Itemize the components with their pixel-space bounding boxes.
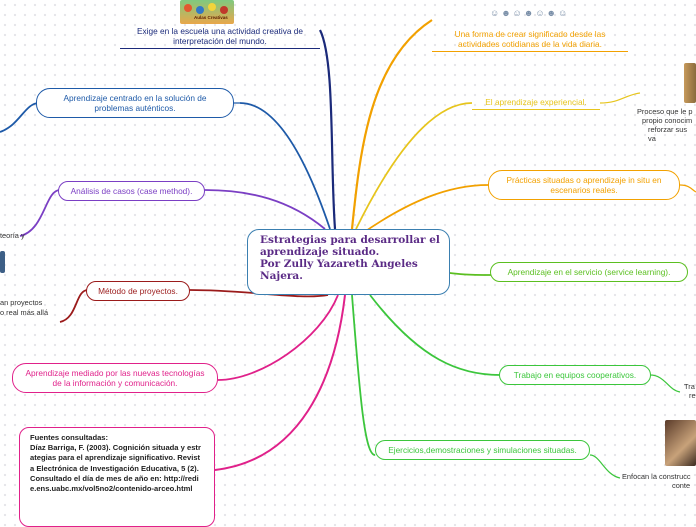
link-creative — [319, 29, 337, 230]
central-topic-line-4: Najera. — [260, 270, 303, 282]
node-cooperative-teams[interactable]: Trabajo en equipos cooperativos. — [499, 365, 651, 385]
people-icons-image: ☺☻☺☻☺☻☺ — [490, 8, 570, 18]
sources-heading: Fuentes consultadas: — [30, 433, 109, 442]
clipped-text-projects-1: an proyectos — [0, 298, 43, 307]
classroom-image: Aulas Creativas — [180, 0, 234, 24]
link-teams — [369, 294, 501, 376]
node-creative-activity-label: Exige en la escuela una actividad creati… — [136, 26, 304, 46]
central-topic-line-3: Por Zully Yazareth Angeles — [260, 258, 418, 270]
workshop-image — [665, 420, 696, 466]
sources-body: Díaz Barriga, F. (2003). Cognición situa… — [30, 443, 201, 494]
clipped-text-focus-1: Enfocan la construcc — [622, 472, 691, 481]
node-experiential-learning-label: El aprendizaje experiencial. — [485, 97, 587, 107]
node-authentic-problems[interactable]: Aprendizaje centrado en la solución de p… — [36, 88, 234, 118]
link-meaning — [350, 19, 433, 230]
node-ict-learning[interactable]: Aprendizaje mediado por las nuevas tecno… — [12, 363, 218, 393]
node-simulations[interactable]: Ejercicios,demostraciones y simulaciones… — [375, 440, 590, 460]
central-topic-line-2: aprendizaje situado. — [260, 246, 380, 258]
project-image — [0, 251, 5, 273]
clipped-text-process-1: Proceso que le p — [637, 107, 693, 116]
clipped-text-teams-1: Tra — [684, 382, 695, 391]
clipped-text-projects-2: o real más allá — [0, 308, 49, 317]
books-image — [684, 63, 696, 103]
link-simulations — [351, 294, 376, 456]
node-creative-activity[interactable]: Exige en la escuela una actividad creati… — [120, 26, 320, 49]
clipped-text-teoria: teoría y — [0, 231, 25, 240]
clipped-text-process-2: propio conocim — [642, 116, 693, 125]
node-authentic-problems-label: Aprendizaje centrado en la solución de p… — [63, 93, 207, 113]
link-experiential — [355, 102, 473, 230]
node-situated-practices-label: Prácticas situadas o aprendizaje in situ… — [506, 175, 662, 195]
link-situated — [359, 184, 489, 236]
node-ict-learning-label: Aprendizaje mediado por las nuevas tecno… — [25, 368, 205, 388]
link-authentic — [0, 102, 331, 230]
node-simulations-label: Ejercicios,demostraciones y simulaciones… — [388, 445, 577, 455]
link-sources — [214, 294, 346, 471]
node-experiential-learning[interactable]: El aprendizaje experiencial. — [472, 97, 600, 110]
node-daily-meaning-label: Una forma de crear significado desde las… — [454, 29, 606, 49]
node-service-learning-label: Aprendizaje en el servicio (service lear… — [507, 267, 671, 277]
node-daily-meaning[interactable]: Una forma de crear significado desde las… — [432, 29, 628, 52]
link-cases — [19, 189, 326, 237]
node-case-method[interactable]: Análisis de casos (case method). — [58, 181, 205, 201]
clipped-text-process-3: reforzar sus va — [648, 125, 688, 143]
link-ict — [217, 294, 339, 381]
clipped-text-teams-2: re — [689, 391, 696, 400]
node-cooperative-teams-label: Trabajo en equipos cooperativos. — [513, 370, 637, 380]
node-situated-practices[interactable]: Prácticas situadas o aprendizaje in situ… — [488, 170, 680, 200]
central-topic-line-1: Estrategias para desarrollar el — [260, 234, 440, 246]
node-case-method-label: Análisis de casos (case method). — [70, 186, 193, 196]
node-sources[interactable]: Fuentes consultadas: Díaz Barriga, F. (2… — [19, 427, 215, 527]
node-project-method[interactable]: Método de proyectos. — [86, 281, 190, 301]
node-project-method-label: Método de proyectos. — [98, 286, 178, 296]
central-topic[interactable]: Estrategias para desarrollar el aprendiz… — [247, 229, 450, 295]
node-service-learning[interactable]: Aprendizaje en el servicio (service lear… — [490, 262, 688, 282]
clipped-text-focus-2: conte — [672, 481, 691, 490]
classroom-image-caption: Aulas Creativas — [194, 15, 228, 20]
